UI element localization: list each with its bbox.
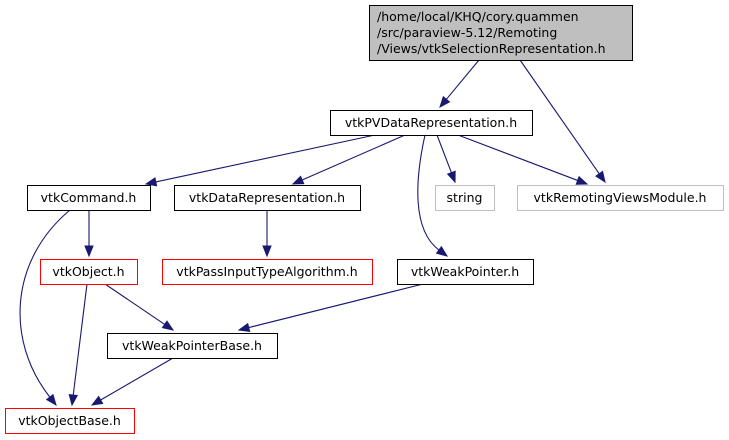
edge-arrowhead <box>237 322 251 333</box>
node-passinput[interactable]: vtkPassInputTypeAlgorithm.h <box>162 259 373 285</box>
node-label: /Views/vtkSelectionRepresentation.h <box>377 41 606 56</box>
edge-pvdatarep-to-datarep <box>291 134 406 185</box>
edge-datarep-to-passinput <box>262 210 272 258</box>
edge-pvdatarep-to-string <box>436 134 456 184</box>
edge-arrowhead <box>45 393 57 407</box>
edge-line <box>417 134 440 251</box>
edge-root-to-remotingmodule <box>519 59 606 184</box>
node-command[interactable]: vtkCommand.h <box>27 185 151 211</box>
edge-line <box>72 283 88 396</box>
node-box <box>162 259 373 285</box>
node-box <box>397 259 534 285</box>
edge-arrowhead <box>90 395 104 406</box>
edge-weakpointerbase-to-objectbase <box>90 357 174 406</box>
edge-pvdatarep-to-remotingmodule <box>457 134 589 185</box>
edge-arrowhead <box>595 170 606 184</box>
node-box <box>107 333 278 359</box>
edge-line <box>436 134 452 173</box>
edge-arrowhead <box>435 245 449 257</box>
node-box <box>435 185 495 211</box>
edge-line <box>19 209 71 398</box>
node-label: vtkPassInputTypeAlgorithm.h <box>176 264 357 279</box>
edge-line <box>445 59 480 100</box>
edge-pvdatarep-to-weakpointer <box>417 134 449 257</box>
edge-command-to-object <box>84 210 94 258</box>
node-label: vtkObject.h <box>52 264 124 279</box>
node-box <box>369 5 633 61</box>
edge-arrowhead <box>262 245 272 258</box>
edge-pvdatarep-to-command <box>144 134 376 187</box>
node-box <box>5 408 135 434</box>
edge-arrowhead <box>439 95 451 109</box>
node-label: /src/paraview-5.12/Remoting <box>377 25 557 40</box>
node-label: vtkWeakPointerBase.h <box>122 338 262 353</box>
edges-layer <box>19 59 606 407</box>
node-string: string <box>435 185 495 211</box>
edge-object-to-objectbase <box>68 283 88 407</box>
edge-arrowhead <box>144 177 158 187</box>
edge-line <box>155 134 376 183</box>
node-label: vtkWeakPointer.h <box>411 264 519 279</box>
edge-line <box>457 134 578 181</box>
node-label: vtkObjectBase.h <box>18 413 121 428</box>
node-label: vtkRemotingViewsModule.h <box>534 190 707 205</box>
edge-arrowhead <box>575 175 589 185</box>
node-pvdatarep[interactable]: vtkPVDataRepresentation.h <box>330 110 533 136</box>
node-box <box>40 259 138 285</box>
node-objectbase[interactable]: vtkObjectBase.h <box>5 408 135 434</box>
node-weakpointerbase[interactable]: vtkWeakPointerBase.h <box>107 333 278 359</box>
edge-line <box>519 59 600 175</box>
edge-root-to-pvdatarep <box>439 59 480 109</box>
node-box <box>517 185 724 211</box>
edge-arrowhead <box>161 320 175 331</box>
node-label: string <box>447 190 483 205</box>
edge-line <box>104 283 166 325</box>
edge-line <box>301 134 406 181</box>
edge-arrowhead <box>84 245 94 258</box>
edge-command-to-objectbase <box>19 209 71 407</box>
node-box <box>174 185 361 211</box>
edge-line <box>100 357 174 401</box>
node-root[interactable]: /home/local/KHQ/cory.quammen/src/paravie… <box>369 5 633 61</box>
edge-arrowhead <box>446 170 456 184</box>
node-weakpointer[interactable]: vtkWeakPointer.h <box>397 259 534 285</box>
edge-line <box>248 283 424 329</box>
edge-object-to-weakpointerbase <box>104 283 175 331</box>
node-label: vtkDataRepresentation.h <box>189 190 345 205</box>
node-datarep[interactable]: vtkDataRepresentation.h <box>174 185 361 211</box>
edge-arrowhead <box>291 175 305 185</box>
node-box <box>27 185 151 211</box>
node-object[interactable]: vtkObject.h <box>40 259 138 285</box>
node-remotingmodule: vtkRemotingViewsModule.h <box>517 185 724 211</box>
edge-weakpointer-to-weakpointerbase <box>237 283 424 333</box>
node-label: vtkCommand.h <box>41 190 137 205</box>
node-box <box>330 110 533 136</box>
nodes-layer: /home/local/KHQ/cory.quammen/src/paravie… <box>5 5 724 434</box>
edge-arrowhead <box>68 393 78 407</box>
node-label: /home/local/KHQ/cory.quammen <box>377 9 579 24</box>
node-label: vtkPVDataRepresentation.h <box>345 115 517 130</box>
